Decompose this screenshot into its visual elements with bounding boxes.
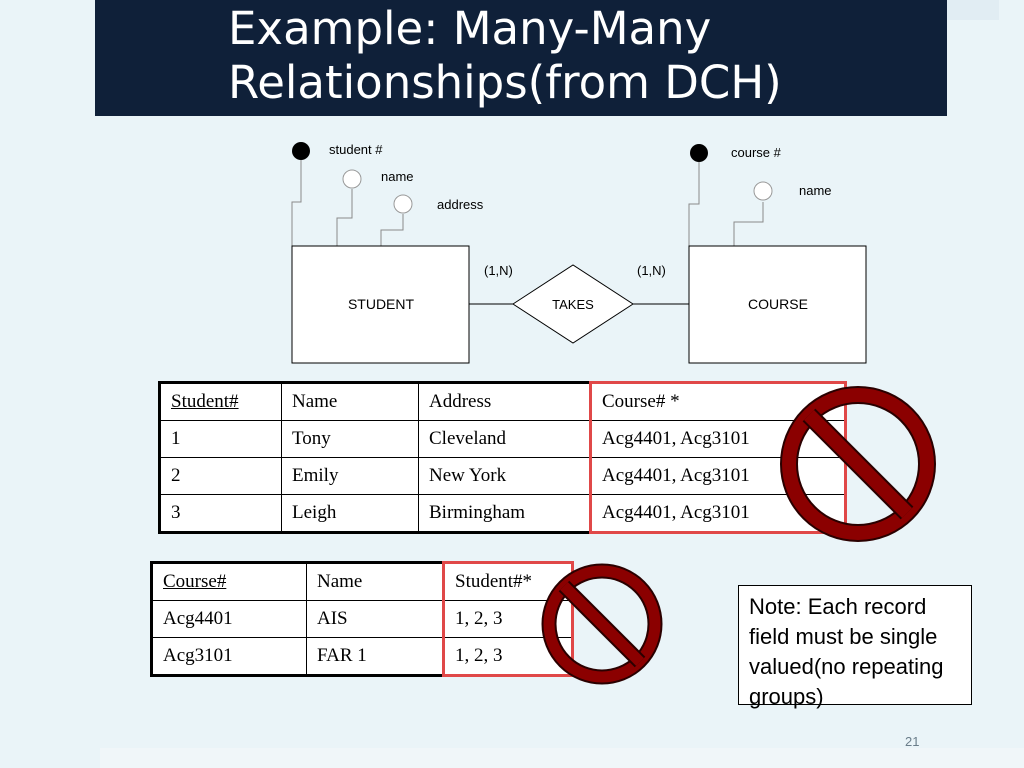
note-box: Note: Each record field must be single v… <box>738 585 972 709</box>
cardinality-right: (1,N) <box>637 263 666 278</box>
header-course-id: Course# <box>151 562 307 601</box>
title-bar <box>95 0 947 116</box>
relationship-diamond <box>512 264 634 344</box>
student-table: Student# Name Address Course# * 1 Tony C… <box>158 381 847 534</box>
table-row: Acg4401 AIS 1, 2, 3 <box>151 600 574 638</box>
prohibition-icon <box>780 386 936 542</box>
key-attribute-marker <box>292 142 310 160</box>
attr-connector-student-id <box>291 160 302 246</box>
attr-connector-student-name <box>336 189 353 246</box>
table-header-row: Student# Name Address Course# * <box>159 381 847 421</box>
entity-student-box <box>291 245 470 364</box>
table-row: 1 Tony Cleveland Acg4401, Acg3101 <box>159 420 847 458</box>
cell: New York <box>418 457 591 495</box>
attr-connector-course-id <box>688 162 700 246</box>
cell: Emily <box>281 457 419 495</box>
cell: 1 <box>159 420 282 458</box>
cell: Cleveland <box>418 420 591 458</box>
course-table: Course# Name Student#* Acg4401 AIS 1, 2,… <box>150 561 574 677</box>
cell: Acg3101 <box>151 637 307 676</box>
cell: FAR 1 <box>306 637 444 676</box>
attr-connector-student-address <box>380 214 404 246</box>
header-address: Address <box>418 382 591 421</box>
entity-course-box <box>688 245 867 364</box>
attribute-marker <box>342 169 362 189</box>
cell: 2 <box>159 457 282 495</box>
table-row: 2 Emily New York Acg4401, Acg3101 <box>159 457 847 495</box>
attr-label-student-name: name <box>381 169 414 184</box>
attr-label-student-address: address <box>437 197 484 212</box>
cardinality-left: (1,N) <box>484 263 513 278</box>
cell: Acg4401, Acg3101 <box>589 457 847 495</box>
entity-course-label: COURSE <box>748 296 808 312</box>
header-name: Name <box>281 382 419 421</box>
header-student-id: Student# <box>159 382 282 421</box>
cell: Acg4401 <box>151 600 307 638</box>
attr-label-course-name: name <box>799 183 832 198</box>
attr-label-student-id: student # <box>329 142 383 157</box>
er-diagram: student # name address course # name (1,… <box>291 142 867 364</box>
corner-decoration <box>947 0 999 20</box>
table-header-row: Course# Name Student#* <box>151 561 574 601</box>
attr-connector-course-name <box>733 202 764 246</box>
attr-label-course-id: course # <box>731 145 782 160</box>
key-attribute-marker <box>690 144 708 162</box>
table-row: Acg3101 FAR 1 1, 2, 3 <box>151 637 574 677</box>
cell: AIS <box>306 600 444 638</box>
attribute-marker <box>753 181 773 201</box>
cell: Leigh <box>281 494 419 533</box>
footer-strip <box>100 748 1024 768</box>
relationship-label: TAKES <box>552 297 594 312</box>
header-name: Name <box>306 562 444 601</box>
table-row: 3 Leigh Birmingham Acg4401, Acg3101 <box>159 494 847 534</box>
prohibition-icon <box>541 563 663 685</box>
cell: Tony <box>281 420 419 458</box>
cell: Birmingham <box>418 494 591 533</box>
page-number: 21 <box>905 734 920 749</box>
cell: 3 <box>159 494 282 533</box>
slide-title: Example: Many-Many Relationships(from DC… <box>228 2 782 109</box>
entity-student-label: STUDENT <box>348 296 415 312</box>
attribute-marker <box>393 194 413 214</box>
